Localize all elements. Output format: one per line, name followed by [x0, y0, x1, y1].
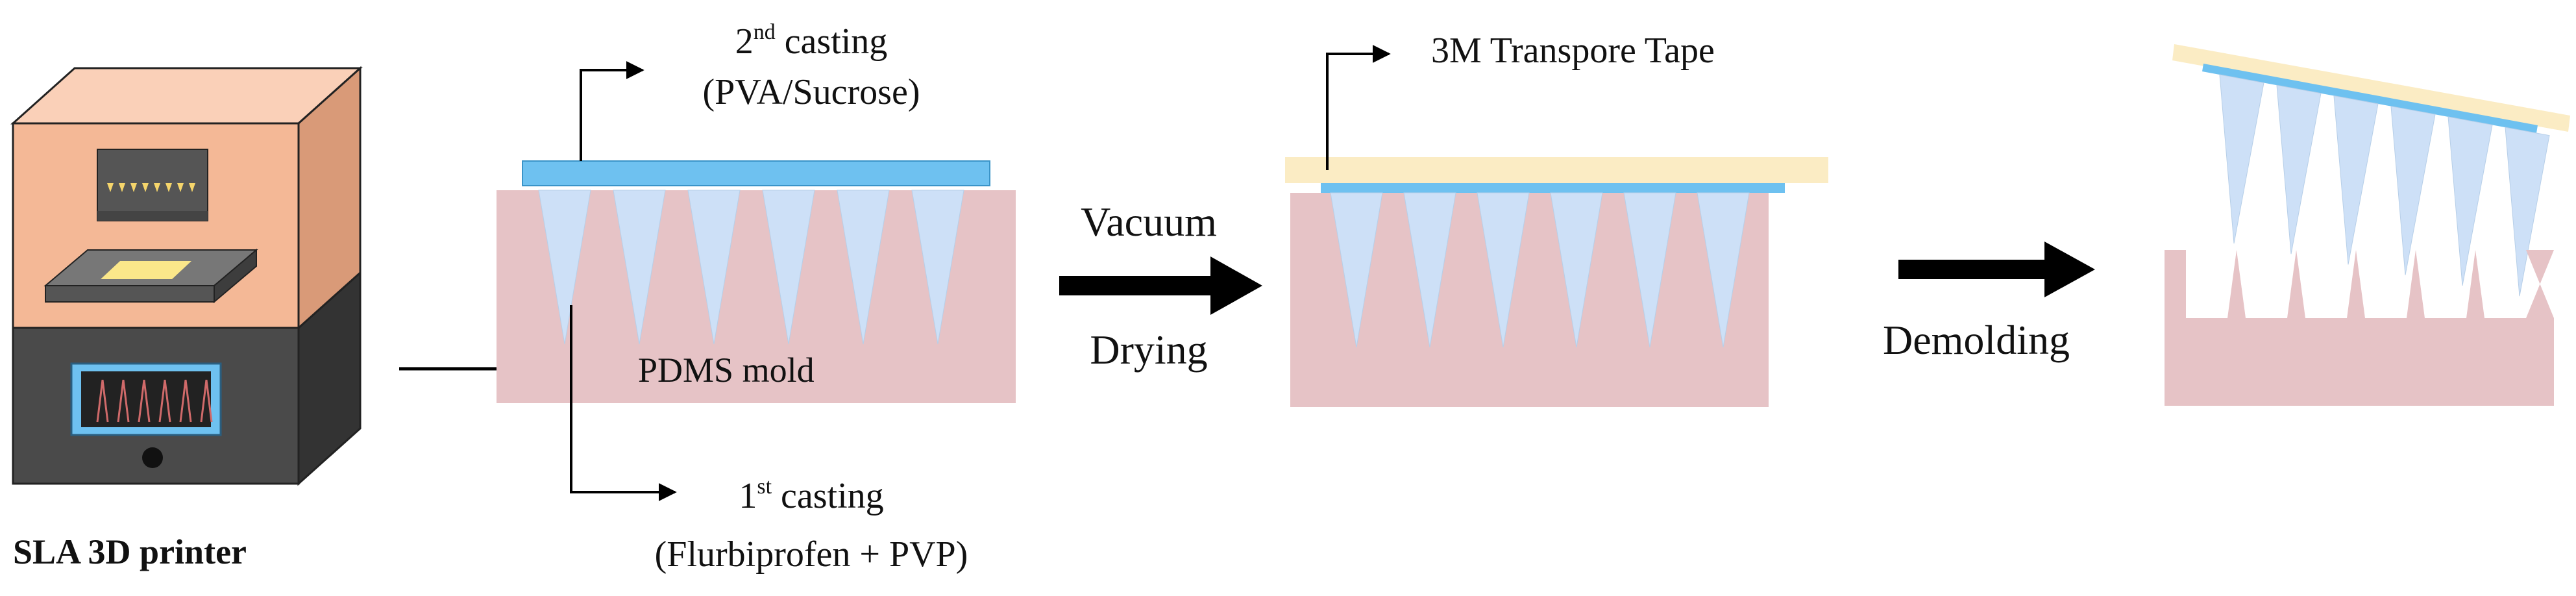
tape-label: 3M Transpore Tape	[1431, 31, 1715, 71]
vacuum-drying-arrow	[1059, 256, 1262, 315]
vacuum-label: Vacuum	[1081, 199, 1217, 245]
empty-mold-teeth	[2165, 250, 2554, 318]
printer-vat-front	[45, 285, 215, 303]
microneedle-patch	[2172, 44, 2570, 297]
needle-cavity	[687, 190, 741, 345]
needle-cavity	[837, 190, 890, 345]
printer-label: SLA 3D printer	[13, 532, 247, 571]
second-casting-leader	[580, 61, 644, 161]
first-casting-callout: 1st casting (Flurbiprofen + PVP)	[570, 305, 968, 575]
second-casting-title: 2nd casting	[735, 20, 888, 62]
tape-leader	[1326, 45, 1391, 170]
second-casting-layer	[522, 160, 990, 186]
pdms-mold-label: PDMS mold	[638, 351, 815, 390]
needle-cavity	[1477, 192, 1530, 348]
backing-layer-2	[1321, 183, 1785, 193]
printer-build-plate	[97, 211, 208, 221]
second-casting-material: (PVA/Sucrose)	[703, 72, 920, 112]
empty-mold-base	[2165, 318, 2554, 406]
needle-cavity	[911, 190, 964, 345]
first-casting-material: (Flurbiprofen + PVP)	[655, 534, 968, 575]
released-needle	[2390, 106, 2436, 275]
vacuum-drying-step: Vacuum Drying	[1059, 199, 1262, 373]
mold-wall	[2407, 250, 2425, 318]
printer-build-head	[97, 149, 208, 221]
demolding-arrow	[1898, 242, 2095, 297]
backing-strip-tilted	[2202, 64, 2538, 133]
mold-wall	[2466, 250, 2484, 318]
released-needle	[2505, 127, 2550, 297]
drying-label: Drying	[1090, 327, 1207, 373]
needle-cavity	[1550, 192, 1603, 348]
second-casting-callout: 2nd casting (PVA/Sucrose)	[580, 20, 920, 161]
demolding-label: Demolding	[1883, 317, 2070, 363]
needle-cavity	[762, 190, 815, 345]
printer-upper-side	[297, 66, 362, 330]
needle-cavity	[1403, 192, 1456, 348]
transpore-tape	[1285, 157, 1828, 183]
printer-vat-side	[214, 248, 257, 304]
tape-callout: 3M Transpore Tape	[1326, 31, 1715, 170]
released-needle	[2447, 116, 2493, 286]
sla-3d-printer: SLA 3D printer	[10, 66, 363, 571]
released-microneedles	[2219, 74, 2550, 297]
needle-cavity	[538, 190, 591, 345]
screen-needle-preview	[96, 379, 213, 423]
needle-cavity	[1623, 192, 1676, 348]
casting-mold-stage	[497, 160, 1016, 403]
mold-wall	[2287, 250, 2305, 318]
released-needle	[2219, 74, 2264, 244]
tape-strip-tilted	[2172, 44, 2570, 132]
first-casting-title: 1st casting	[739, 475, 883, 516]
mold-wall	[2165, 250, 2186, 318]
demolded-stage	[2165, 44, 2570, 406]
released-needle	[2276, 84, 2322, 255]
tape-application-stage	[1285, 157, 1828, 407]
empty-pdms-mold	[2165, 250, 2554, 406]
dried-needles	[1330, 192, 1750, 348]
released-needle	[2333, 95, 2379, 265]
mold-wall	[2227, 250, 2246, 318]
demolding-step: Demolding	[1883, 242, 2095, 363]
first-casting-leader	[570, 305, 677, 501]
needle-cavity	[613, 190, 666, 345]
mold-wall	[2347, 250, 2365, 318]
printer-resin	[101, 261, 191, 279]
needle-cavity	[1330, 192, 1383, 348]
printer-button	[142, 447, 163, 468]
needle-cavity	[1697, 192, 1750, 348]
first-casting-needles	[538, 190, 964, 345]
mold-wall	[2526, 250, 2554, 318]
